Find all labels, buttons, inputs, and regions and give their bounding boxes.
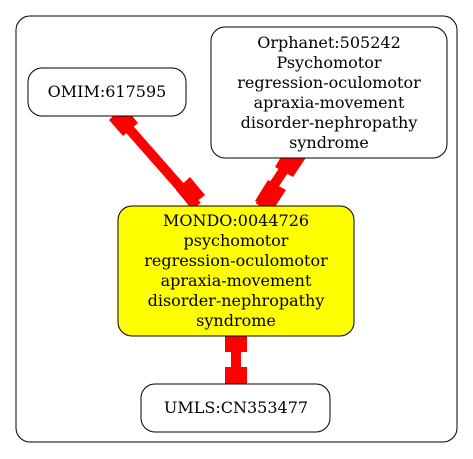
node-omim[interactable]: OMIM:617595 (27, 67, 187, 117)
edge-omim-mondo-start-marker (176, 177, 205, 207)
node-orphanet-label-line-5: disorder-nephropathy (241, 113, 418, 132)
node-orphanet-label-line-1: Orphanet:505242 (257, 33, 401, 52)
node-orphanet-label-line-6: syndrome (289, 133, 369, 152)
node-omim-label: OMIM:617595 (48, 82, 167, 101)
node-orphanet-label-line-2: Psychomotor (277, 53, 382, 72)
node-mondo-label-line-3: regression-oculomotor (144, 251, 328, 270)
edge-orphanet-mondo-start-marker (255, 180, 286, 210)
node-orphanet-label-line-4: apraxia-movement (254, 93, 405, 112)
node-mondo-label-line-5: disorder-nephropathy (148, 291, 325, 310)
node-mondo-label-line-6: syndrome (196, 311, 276, 330)
node-mondo-label-line-2: psychomotor (184, 231, 289, 250)
node-mondo[interactable]: MONDO:0044726 psychomotor regression-ocu… (117, 205, 355, 337)
node-mondo-label-line-1: MONDO:0044726 (163, 211, 309, 230)
node-orphanet[interactable]: Orphanet:505242 Psychomotor regression-o… (210, 26, 448, 159)
node-orphanet-box (210, 26, 448, 159)
node-mondo-label-line-4: apraxia-movement (161, 271, 312, 290)
node-orphanet-label-line-3: regression-oculomotor (237, 73, 421, 92)
node-omim-box (27, 67, 187, 117)
node-mondo-box (117, 205, 355, 337)
node-umls[interactable]: UMLS:CN353477 (140, 383, 331, 433)
node-umls-box (140, 383, 331, 433)
node-umls-label: UMLS:CN353477 (164, 398, 308, 417)
